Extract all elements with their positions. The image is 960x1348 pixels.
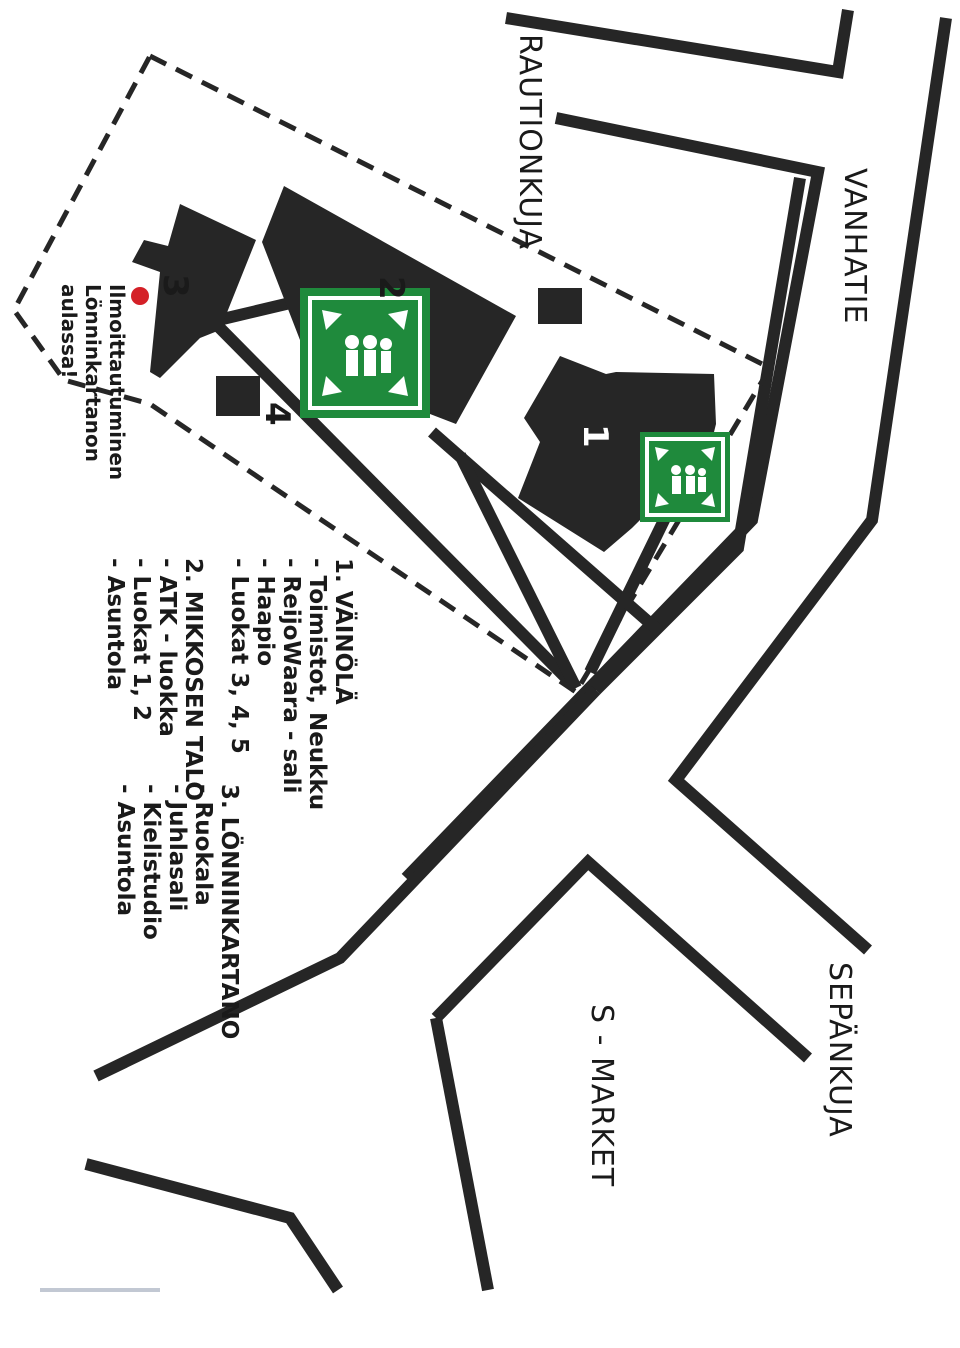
legend-lonninkartano-item: - Asuntola — [112, 784, 138, 916]
building-number-1: 1 — [575, 424, 615, 448]
legend-mikkosen-talo-item: - Asuntola — [102, 558, 128, 690]
street-label-sepankuja: SEPÄNKUJA — [822, 962, 858, 1138]
street-label-vanhatie: VANHATIE — [837, 168, 872, 324]
legend: 1. VÄINÖLÄ - Toimistot, Neukku - ReijoWa… — [102, 558, 358, 1039]
legend-vainola-title: 1. VÄINÖLÄ — [330, 558, 358, 705]
legend-lonninkartano: 3. LÖNNINKARTANO - Ruokala - Juhlasali -… — [112, 784, 244, 1039]
road-vanhatie-outer — [667, 17, 952, 955]
legend-mikkosen-talo: 2. MIKKOSEN TALO - ATK - luokka - Luokat… — [102, 558, 206, 801]
small-block-north — [538, 288, 582, 324]
legend-lonninkartano-item: - Kielistudio — [138, 784, 164, 940]
assembly-point-icon — [640, 432, 730, 522]
road-vanhatie-mid — [591, 177, 806, 695]
building-4 — [216, 376, 260, 416]
assembly-point-small — [640, 432, 730, 522]
road-s-market — [431, 853, 812, 1063]
path-diagonal-4 — [454, 452, 582, 691]
road-network — [84, 9, 952, 1294]
road-s-market-south — [430, 1016, 494, 1292]
scan-artifact — [40, 1288, 160, 1292]
registration-dot-icon — [131, 287, 149, 305]
legend-vainola-item: - Haapio — [252, 558, 278, 666]
legend-lonninkartano-title: 3. LÖNNINKARTANO — [216, 784, 244, 1039]
registration-note-line-1: Ilmoittautuminen — [105, 284, 129, 480]
building-3 — [132, 204, 256, 378]
assembly-point-large — [300, 288, 430, 418]
legend-vainola-item: - Toimistot, Neukku — [304, 558, 330, 810]
legend-vainola: 1. VÄINÖLÄ - Toimistot, Neukku - ReijoWa… — [226, 558, 358, 810]
legend-vainola-item: - ReijoWaara - sali — [278, 558, 304, 793]
building-number-2: 2 — [371, 276, 411, 300]
street-label-rautionkuja: RAUTIONKUJA — [512, 34, 547, 250]
registration-note: Ilmoittautuminen Lönninkartanon aulassa! — [57, 284, 129, 480]
legend-vainola-item: - Luokat 3, 4, 5 — [226, 558, 252, 754]
legend-mikkosen-talo-title: 2. MIKKOSEN TALO — [180, 558, 206, 801]
legend-mikkosen-talo-item: - ATK - luokka — [154, 558, 180, 737]
road-vanhatie-inner — [401, 112, 825, 883]
assembly-arrows-icon — [655, 447, 715, 507]
building-number-4: 4 — [257, 402, 297, 426]
path-diagonal-1 — [205, 313, 581, 693]
legend-mikkosen-talo-item: - Luokat 1, 2 — [128, 558, 154, 721]
street-label-s-market: S - MARKET — [584, 1004, 619, 1187]
assembly-people-icon — [671, 465, 706, 494]
road-lower-left — [84, 1158, 343, 1294]
building-number-3: 3 — [155, 274, 195, 298]
registration-note-line-3: aulassa! — [57, 284, 81, 379]
road-main-diagonal — [93, 685, 601, 1082]
assembly-people-icon — [345, 335, 392, 376]
registration-note-line-2: Lönninkartanon — [81, 284, 105, 462]
assembly-point-border — [645, 437, 725, 517]
assembly-arrows-icon — [322, 310, 408, 396]
assembly-point-border — [308, 296, 422, 410]
legend-lonninkartano-item: - Juhlasali — [164, 784, 190, 911]
road-rautionkuja-top — [505, 9, 854, 79]
legend-lonninkartano-item: - Ruokala — [190, 784, 216, 906]
